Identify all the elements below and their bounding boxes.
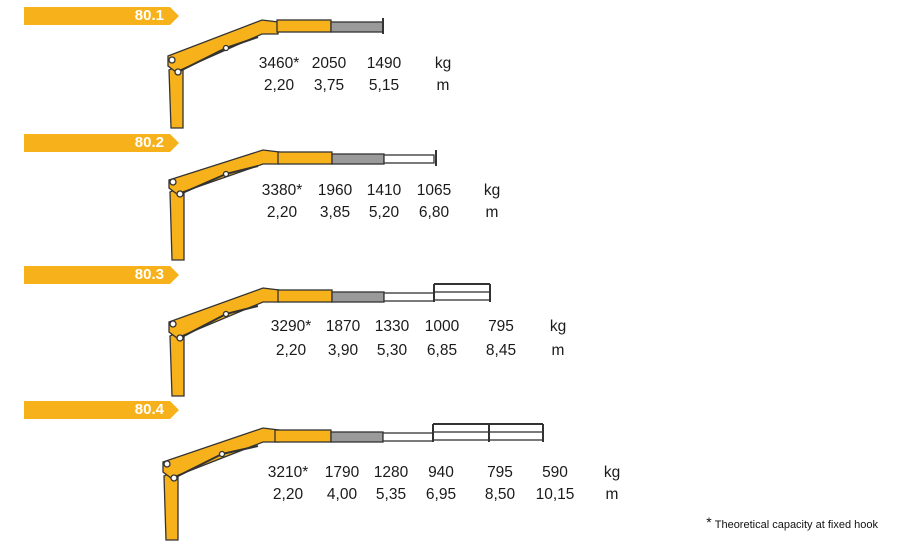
capacity-value: 1790 — [324, 464, 360, 481]
capacity-unit: kg — [603, 464, 621, 481]
model-label: 80.2 — [134, 134, 164, 151]
outreach-unit: m — [551, 342, 565, 359]
capacity-value: 1870 — [325, 318, 361, 335]
capacity-value: 3210* — [267, 464, 309, 481]
model-label: 80.4 — [134, 401, 164, 418]
footnote-symbol: * — [706, 514, 712, 530]
model-tag: 80.4 — [24, 401, 184, 419]
outreach-unit: m — [605, 486, 619, 503]
capacity-value: 3460* — [258, 55, 300, 72]
model-label: 80.1 — [134, 7, 164, 24]
model-tag: 80.1 — [24, 7, 184, 25]
outreach-value: 3,90 — [327, 342, 359, 359]
outreach-value: 5,15 — [368, 77, 400, 94]
outreach-unit: m — [436, 77, 450, 94]
model-tag: 80.3 — [24, 266, 184, 284]
outreach-value: 6,95 — [425, 486, 457, 503]
crane-diagram — [167, 18, 384, 129]
outreach-unit: m — [485, 204, 499, 221]
capacity-value: 1000 — [424, 318, 460, 335]
capacity-value: 1280 — [373, 464, 409, 481]
outreach-value: 10,15 — [535, 486, 575, 503]
capacity-value: 1960 — [317, 182, 353, 199]
footnote: *Theoretical capacity at fixed hook — [706, 514, 878, 531]
outreach-value: 6,80 — [418, 204, 450, 221]
capacity-value: 795 — [487, 464, 513, 481]
capacity-value: 1065 — [416, 182, 452, 199]
capacity-value: 940 — [428, 464, 454, 481]
outreach-value: 5,35 — [375, 486, 407, 503]
outreach-value: 4,00 — [326, 486, 358, 503]
outreach-value: 5,30 — [376, 342, 408, 359]
outreach-value: 5,20 — [368, 204, 400, 221]
capacity-unit: kg — [434, 55, 452, 72]
tag-shape — [24, 266, 179, 284]
capacity-unit: kg — [549, 318, 567, 335]
capacity-value: 1410 — [366, 182, 402, 199]
capacity-value: 1330 — [374, 318, 410, 335]
capacity-value: 3290* — [270, 318, 312, 335]
footnote-text: Theoretical capacity at fixed hook — [714, 519, 878, 531]
outreach-value: 8,45 — [485, 342, 517, 359]
capacity-unit: kg — [483, 182, 501, 199]
model-tag: 80.2 — [24, 134, 184, 152]
crane-diagram — [162, 423, 544, 541]
crane-diagram — [168, 283, 491, 397]
outreach-value: 3,85 — [319, 204, 351, 221]
outreach-value: 2,20 — [275, 342, 307, 359]
outreach-value: 3,75 — [313, 77, 345, 94]
outreach-value: 2,20 — [266, 204, 298, 221]
capacity-value: 795 — [488, 318, 514, 335]
crane-diagram — [168, 149, 437, 261]
tag-shape — [24, 401, 179, 419]
outreach-value: 6,85 — [426, 342, 458, 359]
capacity-value: 2050 — [311, 55, 347, 72]
tag-shape — [24, 134, 179, 152]
outreach-value: 2,20 — [263, 77, 295, 94]
tag-shape — [24, 7, 179, 25]
capacity-value: 3380* — [261, 182, 303, 199]
model-label: 80.3 — [134, 266, 164, 283]
capacity-value: 1490 — [366, 55, 402, 72]
capacity-value: 590 — [542, 464, 568, 481]
outreach-value: 2,20 — [272, 486, 304, 503]
outreach-value: 8,50 — [484, 486, 516, 503]
